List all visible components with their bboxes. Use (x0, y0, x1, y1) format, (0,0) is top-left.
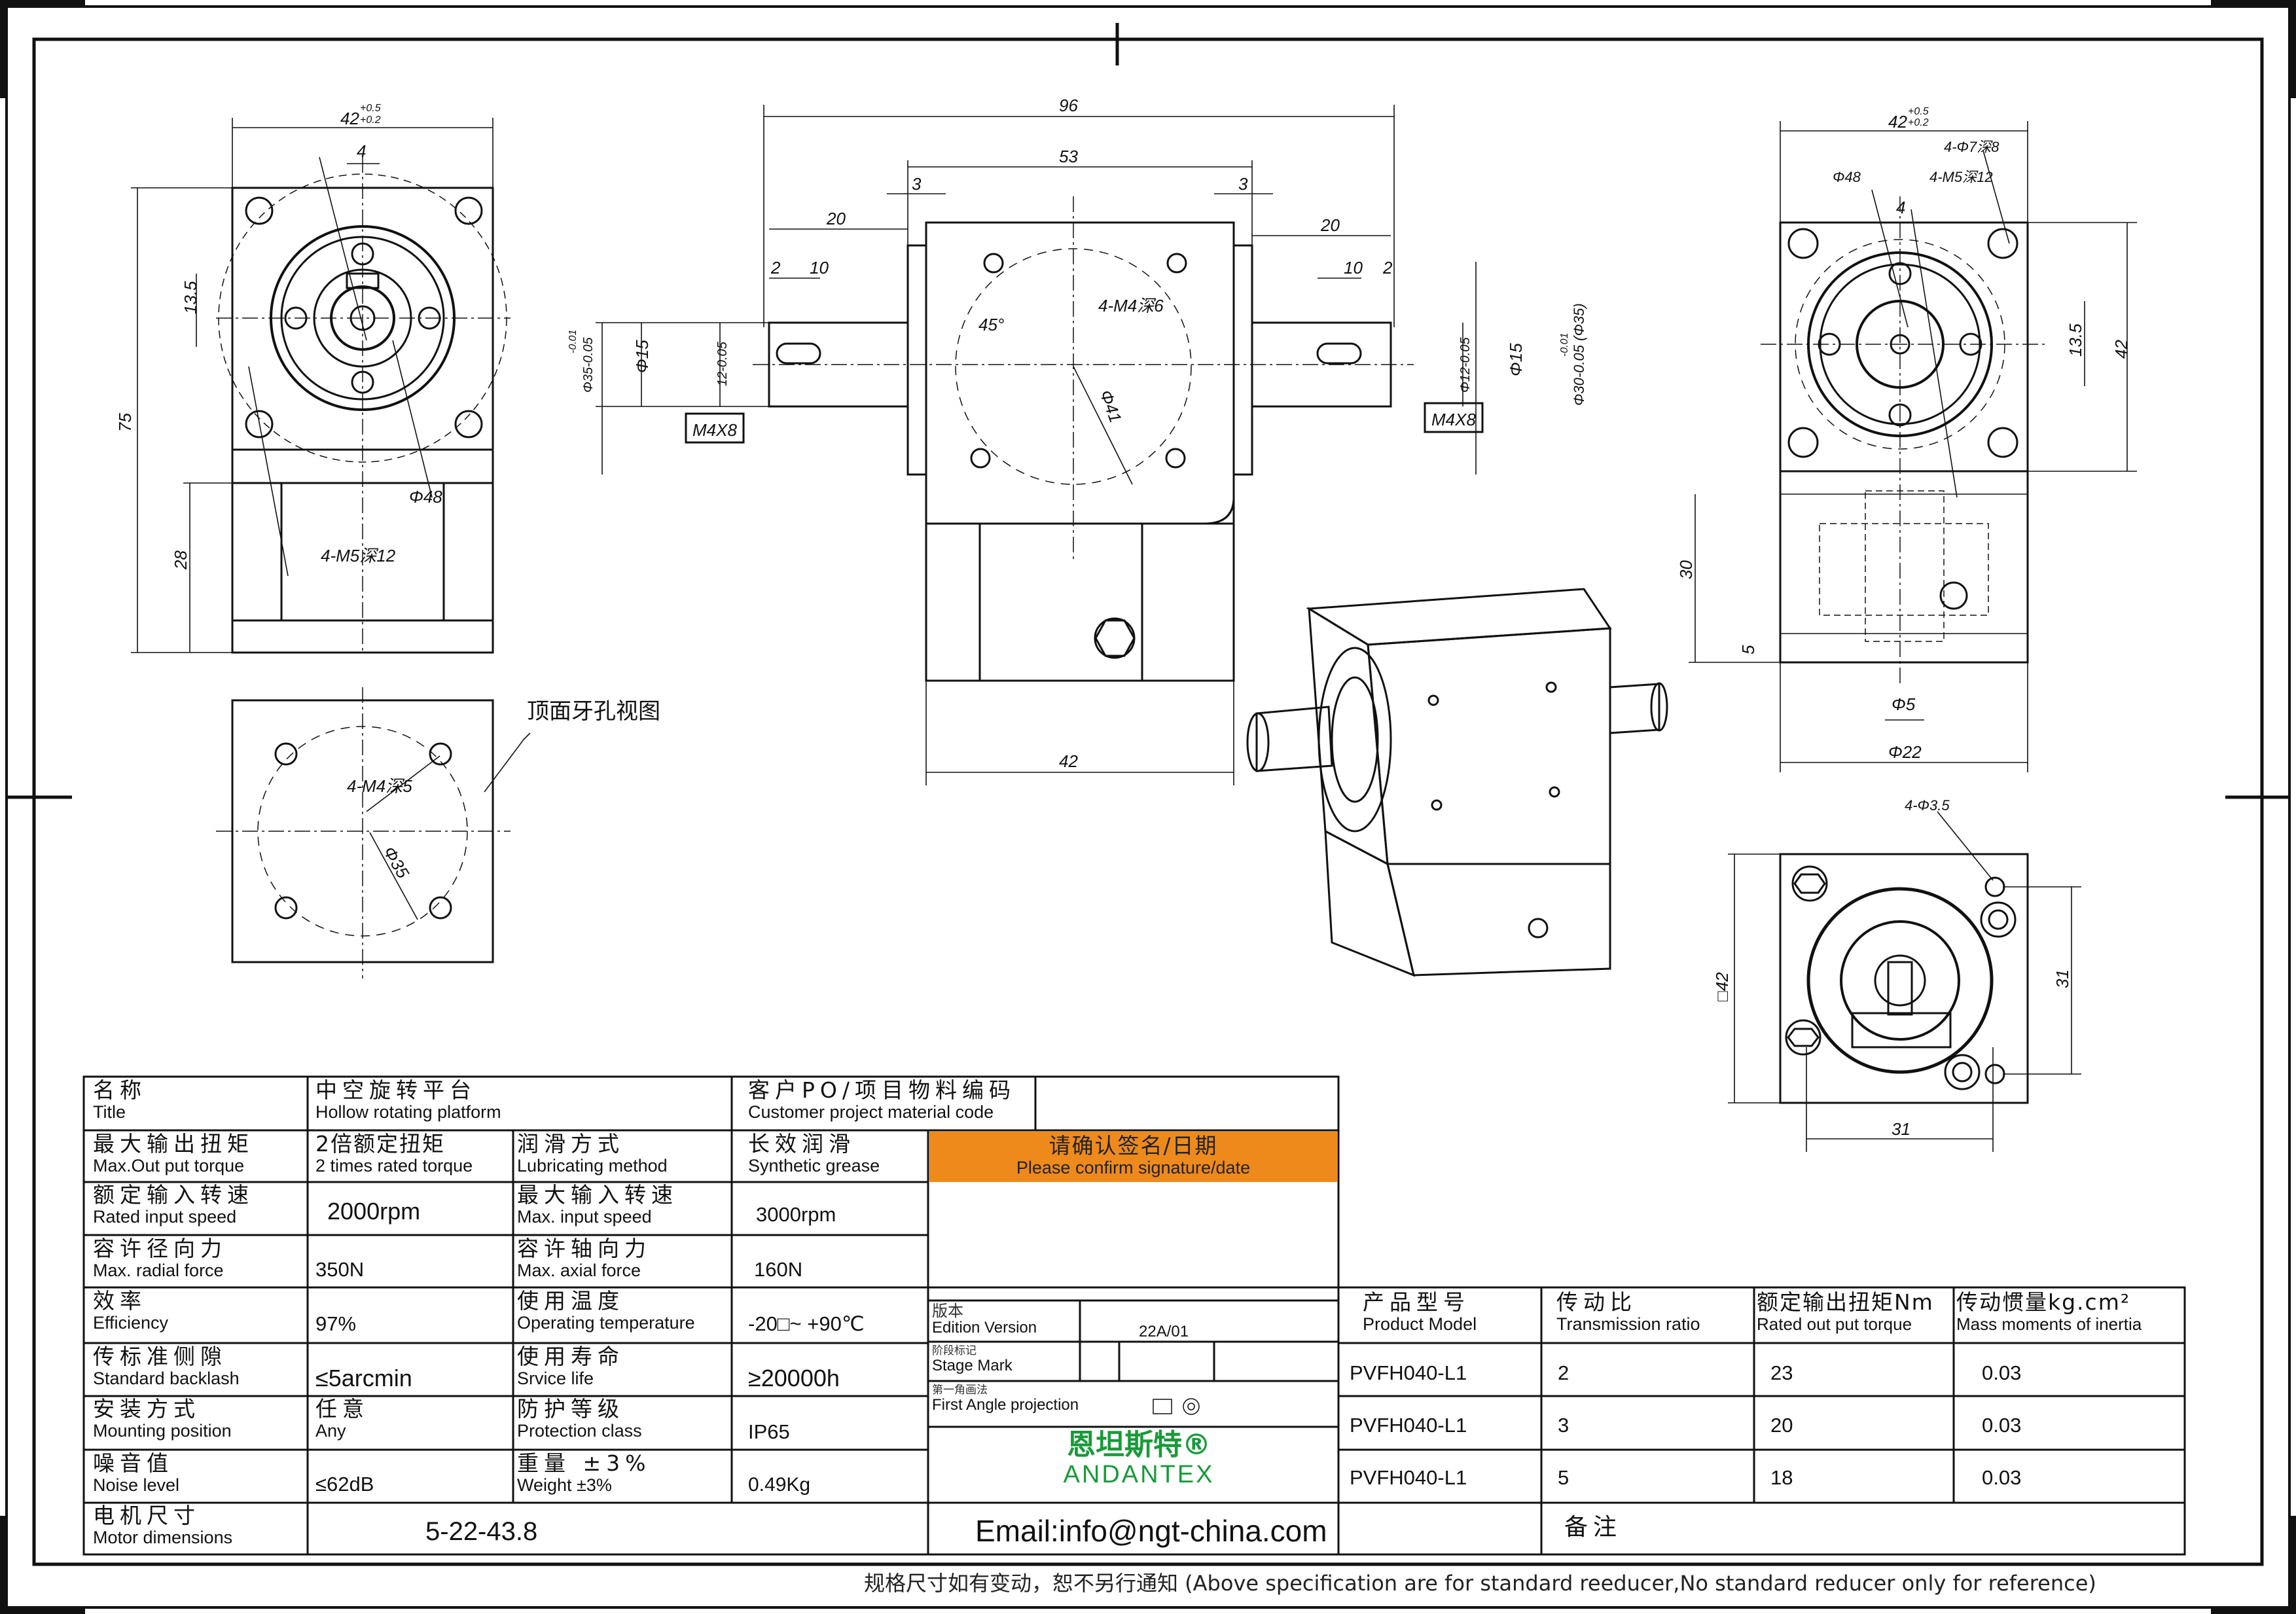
svg-text:30: 30 (1676, 560, 1696, 579)
svg-text:Φ12-0.05: Φ12-0.05 (1458, 337, 1473, 393)
top-face-view (216, 687, 531, 978)
title-block-grid (82, 1075, 2186, 1556)
svg-text:28: 28 (171, 550, 190, 570)
svg-text:4: 4 (1896, 198, 1905, 217)
svg-text:-0.01: -0.01 (567, 330, 579, 353)
svg-text:13.5: 13.5 (181, 281, 200, 314)
svg-text:10: 10 (1344, 258, 1363, 278)
svg-text:Φ22: Φ22 (1888, 742, 1922, 762)
svg-text:4-M4深5: 4-M4深5 (347, 776, 412, 796)
svg-text:45°: 45° (978, 315, 1004, 334)
svg-text:31: 31 (1892, 1119, 1910, 1139)
right-view (1689, 121, 2137, 772)
svg-text:20: 20 (1320, 215, 1340, 235)
svg-text:+0.5: +0.5 (1908, 106, 1929, 117)
svg-text:M4X8: M4X8 (692, 420, 737, 440)
svg-text:12-0.05: 12-0.05 (715, 341, 730, 386)
svg-text:4: 4 (357, 141, 366, 161)
svg-text:Φ15: Φ15 (632, 340, 652, 373)
svg-text:42: 42 (1888, 112, 1907, 132)
outer-frame (5, 5, 2291, 1609)
svg-text:2: 2 (770, 258, 781, 278)
svg-text:5: 5 (1738, 645, 1758, 655)
svg-text:Φ15: Φ15 (1506, 343, 1526, 376)
svg-text:10: 10 (810, 258, 829, 278)
svg-text:Φ30-0.05 (Φ35): Φ30-0.05 (Φ35) (1571, 303, 1587, 406)
svg-text:42: 42 (1059, 751, 1078, 771)
svg-text:Φ5: Φ5 (1892, 694, 1916, 714)
svg-text:42: 42 (2111, 340, 2131, 359)
svg-text:3: 3 (912, 174, 922, 194)
svg-text:2: 2 (1382, 258, 1393, 278)
svg-text:Φ35: Φ35 (380, 843, 414, 882)
dim-42-front: 42 (340, 109, 359, 128)
footer-disclaimer: 规格尺寸如有变动，恕不另行通知 (Above specification are… (864, 1571, 2096, 1596)
svg-text:+0.2: +0.2 (360, 115, 381, 126)
svg-text:75: 75 (115, 413, 135, 432)
svg-text:+0.2: +0.2 (1908, 117, 1929, 128)
front-view (131, 118, 511, 655)
side-section-view (596, 105, 1484, 785)
svg-text:Φ48: Φ48 (1833, 169, 1861, 185)
svg-text:-0.01: -0.01 (1559, 333, 1570, 357)
svg-text:4-M5深12: 4-M5深12 (321, 546, 396, 565)
svg-text:3: 3 (1238, 174, 1248, 194)
svg-text:4-Φ7深8: 4-Φ7深8 (1944, 139, 2000, 155)
svg-text:4-M5深12: 4-M5深12 (1929, 169, 1993, 185)
svg-text:20: 20 (826, 209, 846, 228)
svg-text:M4X8: M4X8 (1431, 410, 1476, 429)
svg-text:Φ35-0.05: Φ35-0.05 (581, 337, 596, 393)
top-face-callout: 顶面牙孔视图 (527, 698, 660, 725)
svg-text:+0.5: +0.5 (360, 103, 381, 114)
svg-text:4-M4深6: 4-M4深6 (1098, 296, 1164, 315)
svg-text:96: 96 (1059, 96, 1078, 115)
inner-frame (32, 37, 2264, 1566)
isometric-view (1246, 588, 1668, 977)
svg-text:4-Φ3.5: 4-Φ3.5 (1905, 797, 1950, 814)
svg-text:13.5: 13.5 (2066, 323, 2085, 357)
bottom-view (1728, 811, 2081, 1152)
svg-text:31: 31 (2053, 969, 2072, 988)
svg-text:53: 53 (1059, 147, 1078, 166)
svg-text:□42: □42 (1712, 972, 1732, 1001)
svg-text:Φ48: Φ48 (409, 487, 442, 507)
